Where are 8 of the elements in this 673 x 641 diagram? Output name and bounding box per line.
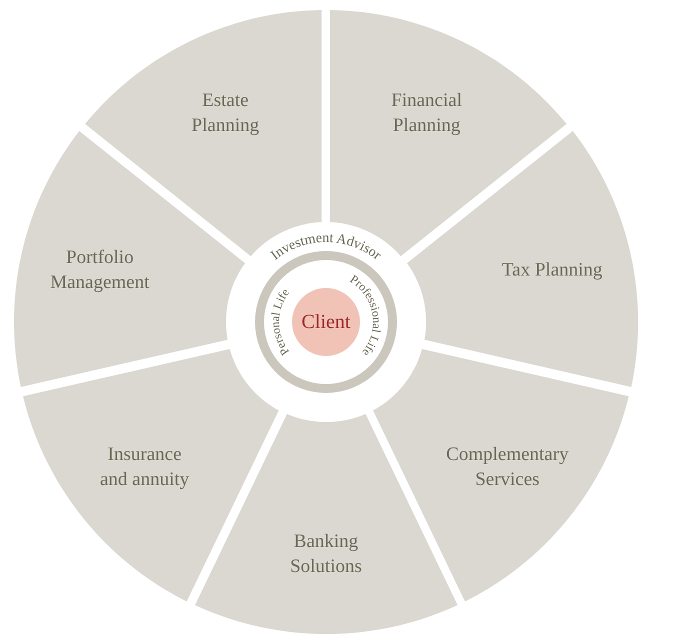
segment-label: Financial Planning — [390, 88, 463, 138]
segment-label: Estate Planning — [190, 88, 260, 138]
segment-label: Complementary Services — [445, 442, 570, 492]
segment-label: Banking Solutions — [289, 530, 363, 579]
segment-label: Tax Planning — [500, 258, 604, 283]
center-label: Client — [302, 310, 350, 334]
segment-label: Insurance and annuity — [99, 442, 190, 492]
segment-label: Portfolio Management — [49, 246, 150, 296]
